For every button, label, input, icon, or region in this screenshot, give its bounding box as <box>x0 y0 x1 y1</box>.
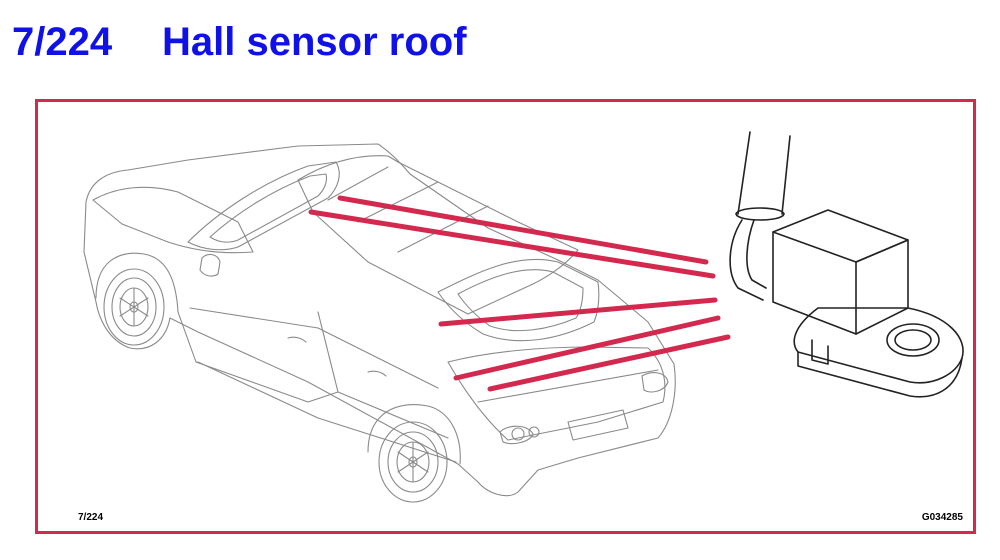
figure-caption-left: 7/224 <box>78 512 104 523</box>
sensor-body-top <box>772 209 909 263</box>
illustration-frame: 7/224 G034285 <box>35 99 976 534</box>
car-door-line-rear <box>317 311 449 439</box>
car-rear-wheel <box>378 421 448 503</box>
sensor-wire <box>729 219 767 301</box>
page-title-text: Hall sensor roof <box>162 20 467 64</box>
sensor-mount-tab <box>793 307 964 384</box>
car-door-handle-2 <box>367 370 387 377</box>
page-title: 7/224 Hall sensor roof <box>12 14 467 70</box>
car-roof <box>297 155 579 315</box>
pointer-line-5 <box>487 334 731 392</box>
illustration-svg <box>83 131 964 503</box>
sensor-body-left <box>772 231 857 335</box>
page-number: 7/224 <box>12 20 113 64</box>
car-rear-wheel-arch <box>367 404 461 465</box>
car-trunk-edge <box>477 369 659 403</box>
sensor-location-pointers <box>308 195 731 392</box>
car-tail-light-ring-2 <box>528 426 540 438</box>
car-side-mirror <box>199 253 221 277</box>
car-sill <box>197 361 457 463</box>
car-roof-seam-3 <box>397 205 489 253</box>
sensor-cable-sleeve <box>735 207 785 221</box>
pointer-line-1 <box>337 195 709 265</box>
car-roof-seam-2 <box>357 181 439 223</box>
car-illustration <box>83 143 676 503</box>
car-plate <box>567 409 629 441</box>
pointer-line-3 <box>438 297 718 327</box>
car-windshield <box>187 161 340 251</box>
pointer-line-2 <box>308 209 716 279</box>
sensor-cable <box>737 131 791 215</box>
car-door-line-front <box>177 311 339 403</box>
sensor-mount-hole-outer <box>886 323 940 357</box>
car-tail-light-right <box>641 372 669 393</box>
car-tail-light-ring-1 <box>511 427 525 441</box>
hall-sensor-illustration <box>729 131 964 398</box>
pointer-line-4 <box>453 315 721 381</box>
car-windshield-inner <box>209 173 328 243</box>
sensor-mount-hole-inner <box>894 329 932 351</box>
car-belt-line <box>189 307 439 389</box>
car-front-wheel-arch <box>95 252 179 313</box>
car-body-outline <box>83 143 676 497</box>
car-trunk <box>447 346 666 441</box>
car-roof-seam-1 <box>327 166 389 201</box>
car-door-handle-1 <box>287 336 307 343</box>
car-rear-window <box>437 258 600 342</box>
car-tail-light-left <box>499 425 534 445</box>
sensor-mount-tab-edge <box>797 351 963 398</box>
sensor-body-right <box>855 239 909 335</box>
sensor-pin <box>811 339 829 365</box>
figure-caption-right: G034285 <box>921 512 963 523</box>
car-hood <box>92 186 254 254</box>
car-front-wheel <box>103 268 165 346</box>
